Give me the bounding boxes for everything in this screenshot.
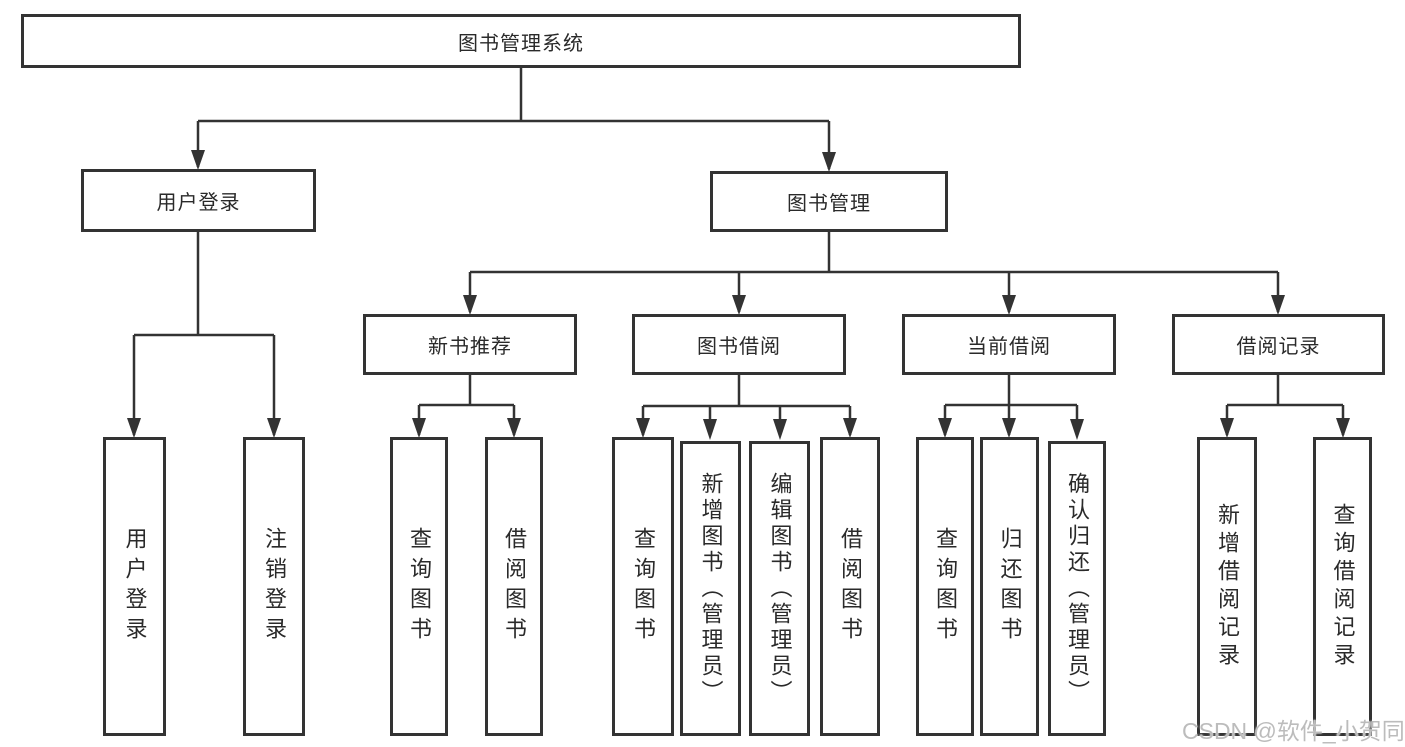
node-label: 借阅记录 (1236, 336, 1321, 358)
leaf-confirm-return-admin: 确认归还（管理员） (1048, 441, 1106, 736)
node-new-book-recommend: 新书推荐 (363, 314, 577, 375)
leaf-label: 用户登录 (122, 526, 148, 647)
leaf-label: 查询图书 (933, 526, 958, 647)
leaf-label: 编辑图书（管理员） (767, 471, 793, 706)
leaf-logout: 注销登录 (243, 437, 305, 736)
leaf-query-books-borrow: 查询图书 (612, 437, 674, 736)
node-label: 图书借阅 (697, 336, 781, 358)
leaf-label: 查询图书 (407, 526, 432, 647)
node-label: 新书推荐 (428, 336, 512, 358)
leaf-label: 查询借阅记录 (1330, 502, 1356, 671)
leaf-label: 借阅图书 (502, 526, 527, 647)
csdn-watermark: CSDN @软件_小贺同学 (1182, 718, 1405, 744)
node-label: 当前借阅 (967, 336, 1051, 358)
leaf-label: 查询图书 (631, 526, 656, 647)
leaf-label: 新增借阅记录 (1215, 502, 1240, 671)
leaf-query-books-current: 查询图书 (916, 437, 974, 736)
leaf-add-books-admin: 新增图书（管理员） (680, 441, 741, 736)
node-current-borrow: 当前借阅 (902, 314, 1116, 375)
leaf-label: 新增图书（管理员） (698, 471, 724, 706)
leaf-edit-books-admin: 编辑图书（管理员） (749, 441, 810, 736)
leaf-label: 借阅图书 (838, 526, 863, 647)
node-label: 图书管理 (787, 193, 871, 215)
node-label: 图书管理系统 (458, 32, 584, 55)
node-borrow-records: 借阅记录 (1172, 314, 1385, 375)
leaf-label: 注销登录 (262, 526, 287, 647)
node-user-login: 用户登录 (81, 169, 316, 232)
leaf-add-borrow-record: 新增借阅记录 (1197, 437, 1257, 736)
leaf-query-borrow-record: 查询借阅记录 (1313, 437, 1372, 736)
leaf-return-books: 归还图书 (980, 437, 1039, 736)
leaf-borrow-books: 借阅图书 (820, 437, 880, 736)
arrowheads (127, 150, 1350, 440)
leaf-borrow-books-recommend: 借阅图书 (485, 437, 543, 736)
leaf-user-login: 用户登录 (103, 437, 166, 736)
node-label: 用户登录 (156, 192, 241, 214)
leaf-label: 确认归还（管理员） (1065, 471, 1090, 706)
leaf-label: 归还图书 (997, 526, 1023, 647)
node-book-borrow: 图书借阅 (632, 314, 846, 375)
node-book-management: 图书管理 (710, 171, 948, 232)
leaf-query-books-recommend: 查询图书 (390, 437, 448, 736)
node-library-management-system: 图书管理系统 (21, 14, 1021, 68)
